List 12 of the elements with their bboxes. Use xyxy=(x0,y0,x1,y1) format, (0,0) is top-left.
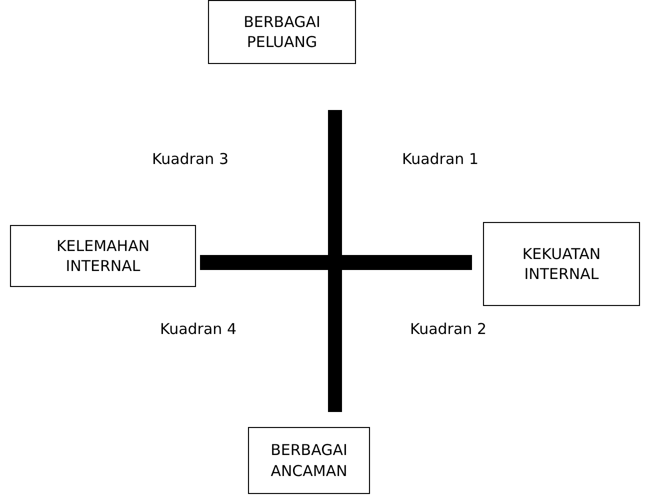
quadrant-label: Kuadran 4 xyxy=(160,320,236,338)
quadrant-box xyxy=(483,222,640,306)
quadrant-label: Kuadran 1 xyxy=(402,150,478,168)
box-label: KELEMAHAN INTERNAL xyxy=(55,236,151,276)
quadrant-label: Kuadran 2 xyxy=(410,320,486,338)
box-label: BERBAGAI PELUANG xyxy=(242,12,322,52)
quadrant-label: Kuadran 3 xyxy=(152,150,228,168)
box-label: BERBAGAI ANCAMAN xyxy=(270,440,348,481)
box-label: KEKUATAN INTERNAL xyxy=(521,244,602,284)
quadrant-box xyxy=(208,0,356,64)
quadrant-box xyxy=(10,225,196,287)
quadrant-box xyxy=(248,427,370,494)
